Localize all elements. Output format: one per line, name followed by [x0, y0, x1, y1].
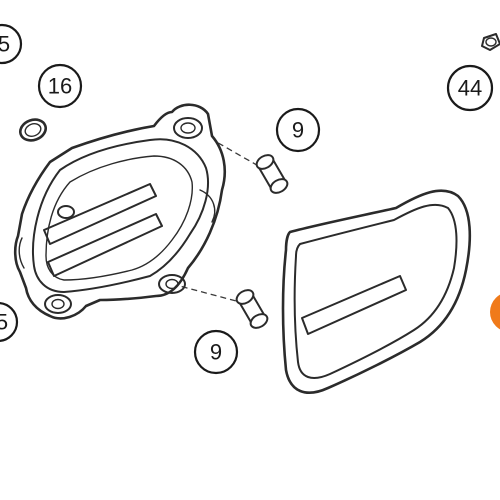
dowel-sleeve-lower [235, 289, 269, 329]
cover-gasket [281, 189, 472, 394]
highlight-marker [490, 294, 500, 330]
alignment-line-lower [171, 283, 241, 303]
screw-head [481, 33, 500, 51]
dowel-sleeve-upper [255, 154, 289, 194]
callout-16: 16 [37, 63, 83, 109]
callout-label: 16 [48, 74, 72, 99]
callout-44: 44 [446, 64, 494, 112]
callout-label: 44 [458, 76, 482, 101]
callout-label: 5 [0, 310, 8, 335]
callout-9-upper: 9 [275, 107, 321, 153]
callout-15-top: 5 [0, 23, 23, 65]
callout-label: 9 [210, 340, 222, 365]
callout-9-lower: 9 [193, 329, 239, 375]
pump-cover [13, 103, 226, 320]
callout-label: 5 [0, 32, 10, 57]
callout-label: 9 [292, 118, 304, 143]
o-ring [19, 118, 47, 142]
callout-15-left: 5 [0, 302, 19, 342]
